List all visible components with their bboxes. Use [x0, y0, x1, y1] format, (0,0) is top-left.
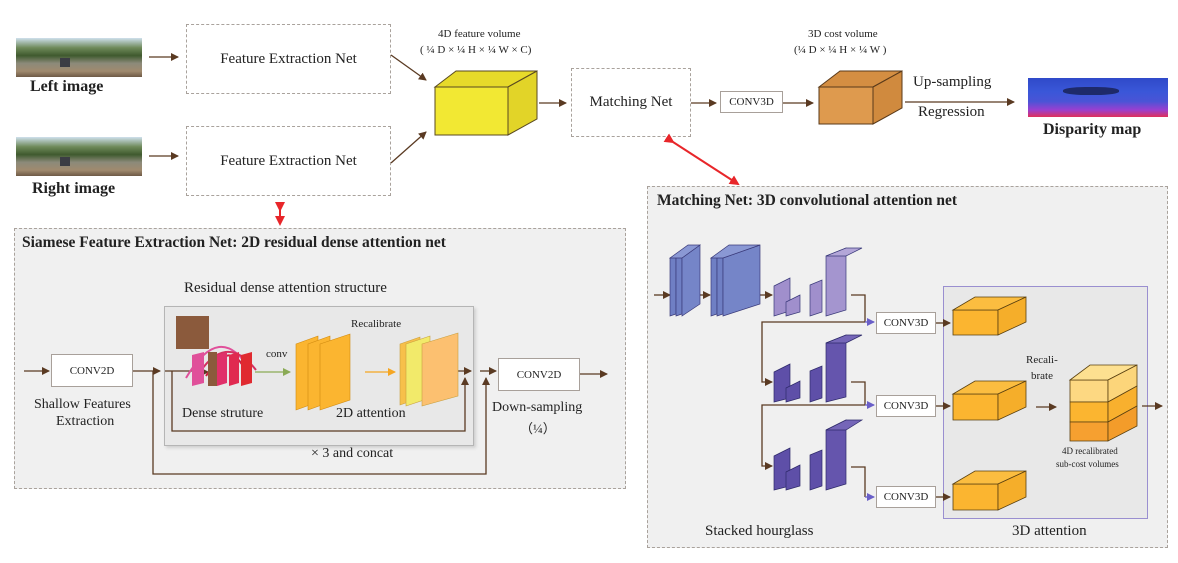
- siamese-panel-title: Siamese Feature Extraction Net: 2D resid…: [22, 234, 446, 251]
- hourglass-stage-2: [773, 334, 863, 403]
- matching-net-box[interactable]: Matching Net: [571, 68, 691, 137]
- cost-volume-title: 3D cost volume: [808, 28, 878, 40]
- right-image-label: Right image: [32, 180, 116, 197]
- dense-structure-blocks: [176, 316, 257, 386]
- stacked-hourglass-label: Stacked hourglass: [705, 523, 814, 539]
- recalibrated-subcost-stack: [1068, 364, 1138, 442]
- conv3d-branch-1: CONV3D: [876, 312, 936, 334]
- conv2d-output-label: CONV2D: [516, 368, 562, 381]
- recalibrate-3d-line2: brate: [1031, 370, 1053, 382]
- feature-volume-cube: [433, 70, 538, 136]
- arrow-fen-bottom-to-volume: [390, 131, 427, 164]
- right-image-thumbnail: [16, 137, 142, 176]
- conv-label: conv: [266, 348, 288, 360]
- recalibrate-label: Recalibrate: [351, 318, 402, 330]
- attention-volume-1: [951, 296, 1027, 336]
- conv3d-branch-3: CONV3D: [876, 486, 936, 508]
- conv3d-top-box: CONV3D: [720, 91, 783, 113]
- subcost-volumes-line2: sub-cost volumes: [1056, 459, 1119, 469]
- attention-3d-label: 3D attention: [1012, 523, 1087, 539]
- cost-volume-dims: (¼ D × ¼ H × ¼ W ): [794, 44, 887, 56]
- dense-structure-label: Dense struture: [182, 406, 264, 421]
- feature-extraction-net-top[interactable]: Feature Extraction Net: [186, 24, 391, 94]
- disparity-map-image: [1028, 78, 1168, 117]
- hourglass-stage-3: [773, 419, 864, 491]
- attention-volume-2: [951, 380, 1027, 421]
- matching-panel-title: Matching Net: 3D convolutional attention…: [657, 192, 958, 209]
- shallow-features-line2: Extraction: [56, 414, 115, 429]
- conv3d-branch-2: CONV3D: [876, 395, 936, 417]
- shallow-features-line1: Shallow Features: [34, 397, 131, 412]
- downsampling-factor: （¼）: [520, 421, 556, 436]
- rda-structure-title: Residual dense attention structure: [184, 280, 387, 296]
- regression-label: Regression: [918, 104, 985, 120]
- disparity-map-label: Disparity map: [1043, 121, 1142, 138]
- upsampling-label: Up-sampling: [913, 74, 992, 90]
- downsampling-label: Down-sampling: [492, 400, 583, 415]
- conv3d-branch-1-label: CONV3D: [883, 317, 929, 329]
- cost-volume-cube: [817, 70, 903, 125]
- feature-extraction-net-bottom-label: Feature Extraction Net: [220, 152, 357, 169]
- feature-extraction-net-top-label: Feature Extraction Net: [220, 50, 357, 67]
- attention-volume-3: [951, 470, 1027, 511]
- left-image-label: Left image: [30, 78, 104, 95]
- conv2d-input-label: CONV2D: [69, 364, 115, 377]
- hourglass-stage-1: [668, 244, 863, 317]
- conv3d-branch-3-label: CONV3D: [883, 491, 929, 503]
- recalibrate-3d-line1: Recali-: [1026, 354, 1058, 366]
- feature-volume-dims: ( ¼ D × ¼ H × ¼ W × C): [420, 44, 532, 56]
- attention-2d-stack: [295, 333, 351, 411]
- matching-net-label: Matching Net: [589, 94, 673, 110]
- subcost-volumes-line1: 4D recalibrated: [1062, 446, 1118, 456]
- arrow-fen-top-to-volume: [390, 54, 427, 81]
- left-image-thumbnail: [16, 38, 142, 77]
- repeat-concat-label: × 3 and concat: [311, 446, 394, 461]
- conv3d-branch-2-label: CONV3D: [883, 400, 929, 412]
- recalibrated-2d-stack: [399, 332, 459, 407]
- feature-extraction-net-bottom[interactable]: Feature Extraction Net: [186, 126, 391, 196]
- conv2d-output-box: CONV2D: [498, 358, 580, 391]
- attention-2d-label: 2D attention: [336, 406, 406, 421]
- feature-volume-title: 4D feature volume: [438, 28, 521, 40]
- conv3d-top-label: CONV3D: [729, 96, 774, 108]
- link-matching-to-panel: [663, 133, 740, 186]
- conv2d-input-box: CONV2D: [51, 354, 133, 387]
